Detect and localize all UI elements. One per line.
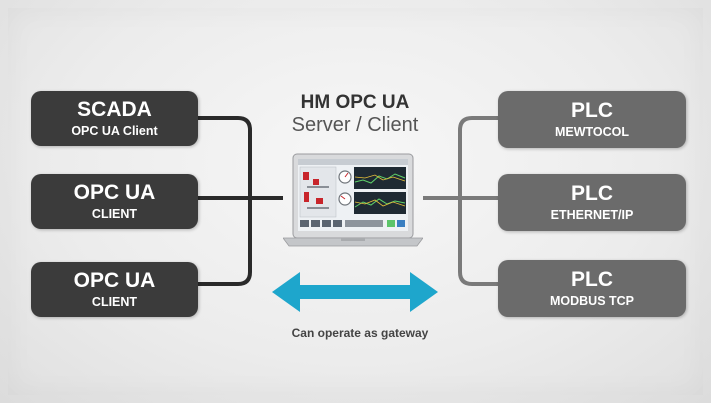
left-box-scada: SCADA OPC UA Client [31,91,198,146]
right-connector [423,116,500,286]
box-subtitle: ETHERNET/IP [550,207,634,222]
box-title: OPC UA [73,268,156,292]
left-connector [198,116,283,286]
box-subtitle: OPC UA Client [71,123,158,138]
box-subtitle: MODBUS TCP [549,293,635,308]
right-box-plc-ethernet-ip: PLC ETHERNET/IP [498,174,686,231]
box-title: PLC [571,267,613,291]
center-title: HM OPC UA [300,92,410,113]
box-title: OPC UA [73,180,156,204]
left-box-opc-ua-client-2: OPC UA CLIENT [31,262,198,317]
box-title: PLC [571,181,613,205]
laptop-icon [283,153,423,247]
center-title-block: HM OPC UA Server / Client [250,92,460,137]
box-subtitle: MEWTOCOL [554,124,630,139]
box-title: SCADA [77,97,152,121]
right-box-plc-modbus-tcp: PLC MODBUS TCP [498,260,686,317]
center-subtitle: Server / Client [291,114,419,136]
box-title: PLC [571,98,613,122]
box-subtitle: CLIENT [91,206,138,221]
right-box-plc-mewtocol: PLC MEWTOCOL [498,91,686,148]
left-box-opc-ua-client-1: OPC UA CLIENT [31,174,198,229]
box-subtitle: CLIENT [91,294,138,309]
gateway-double-arrow-icon [272,272,438,312]
gateway-label: Can operate as gateway [291,326,429,340]
